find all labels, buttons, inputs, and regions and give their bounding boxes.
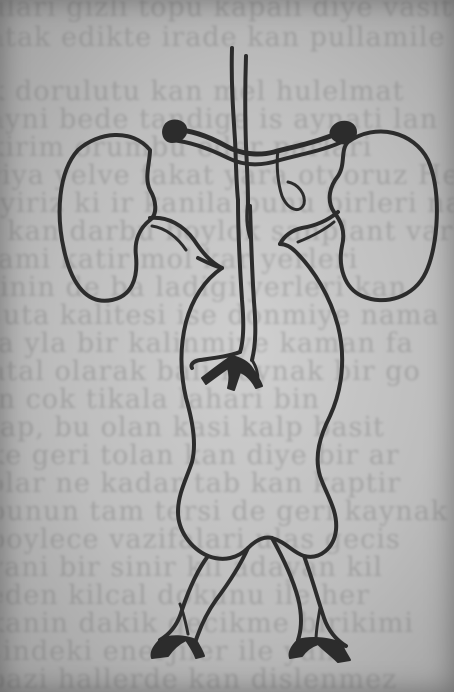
left-vessel-knot — [163, 121, 186, 142]
right-vessel-knot — [331, 122, 356, 144]
inner-vessel-right-wall — [250, 206, 255, 360]
right-iliac-terminal-branch — [316, 608, 320, 640]
upper-vessel-left-wall — [232, 48, 238, 200]
right-iliac-outer — [304, 556, 346, 646]
right-renal-vessel — [280, 212, 338, 244]
upper-vessel-right-wall — [245, 56, 248, 204]
aortic-sac-outline — [178, 244, 342, 559]
right-kidney-outline — [330, 132, 437, 301]
left-renal-vessel — [150, 218, 222, 268]
inner-vessel-left-wall — [238, 200, 243, 352]
left-iliac-terminal — [151, 636, 204, 658]
left-kidney-outline — [60, 135, 156, 301]
left-renal-vessel-lower — [152, 226, 186, 250]
